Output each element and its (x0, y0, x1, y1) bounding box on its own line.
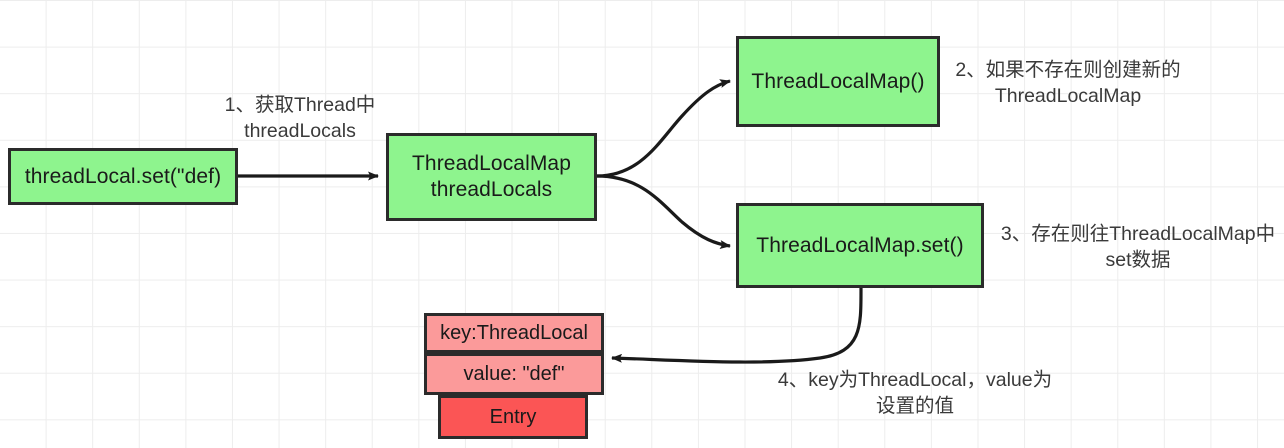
annotation-step-3: 3、存在则往ThreadLocalMap中 set数据 (1000, 223, 1276, 271)
entry-value-row[interactable]: value: "def" (424, 353, 604, 395)
entry-type-row[interactable]: Entry (438, 395, 588, 439)
annotation-step-4: 4、key为ThreadLocal，value为 设置的值 (777, 369, 1053, 417)
node-thread-local-map-field[interactable]: ThreadLocalMap threadLocals (386, 133, 597, 221)
connector-field-to-mapset (596, 174, 731, 250)
annotation-step-2: 2、如果不存在则创建新的 ThreadLocalMap (955, 59, 1181, 107)
node-thread-local-map-ctor[interactable]: ThreadLocalMap() (736, 36, 940, 127)
entry-key-row[interactable]: key:ThreadLocal (424, 313, 604, 353)
node-thread-local-set[interactable]: threadLocal.set("def) (8, 148, 238, 205)
node-thread-local-map-set[interactable]: ThreadLocalMap.set() (736, 203, 984, 288)
connector-field-to-ctor (596, 79, 731, 178)
annotation-step-1: 1、获取Thread中 threadLocals (224, 94, 376, 142)
connector-mapset-to-entry (611, 287, 863, 364)
